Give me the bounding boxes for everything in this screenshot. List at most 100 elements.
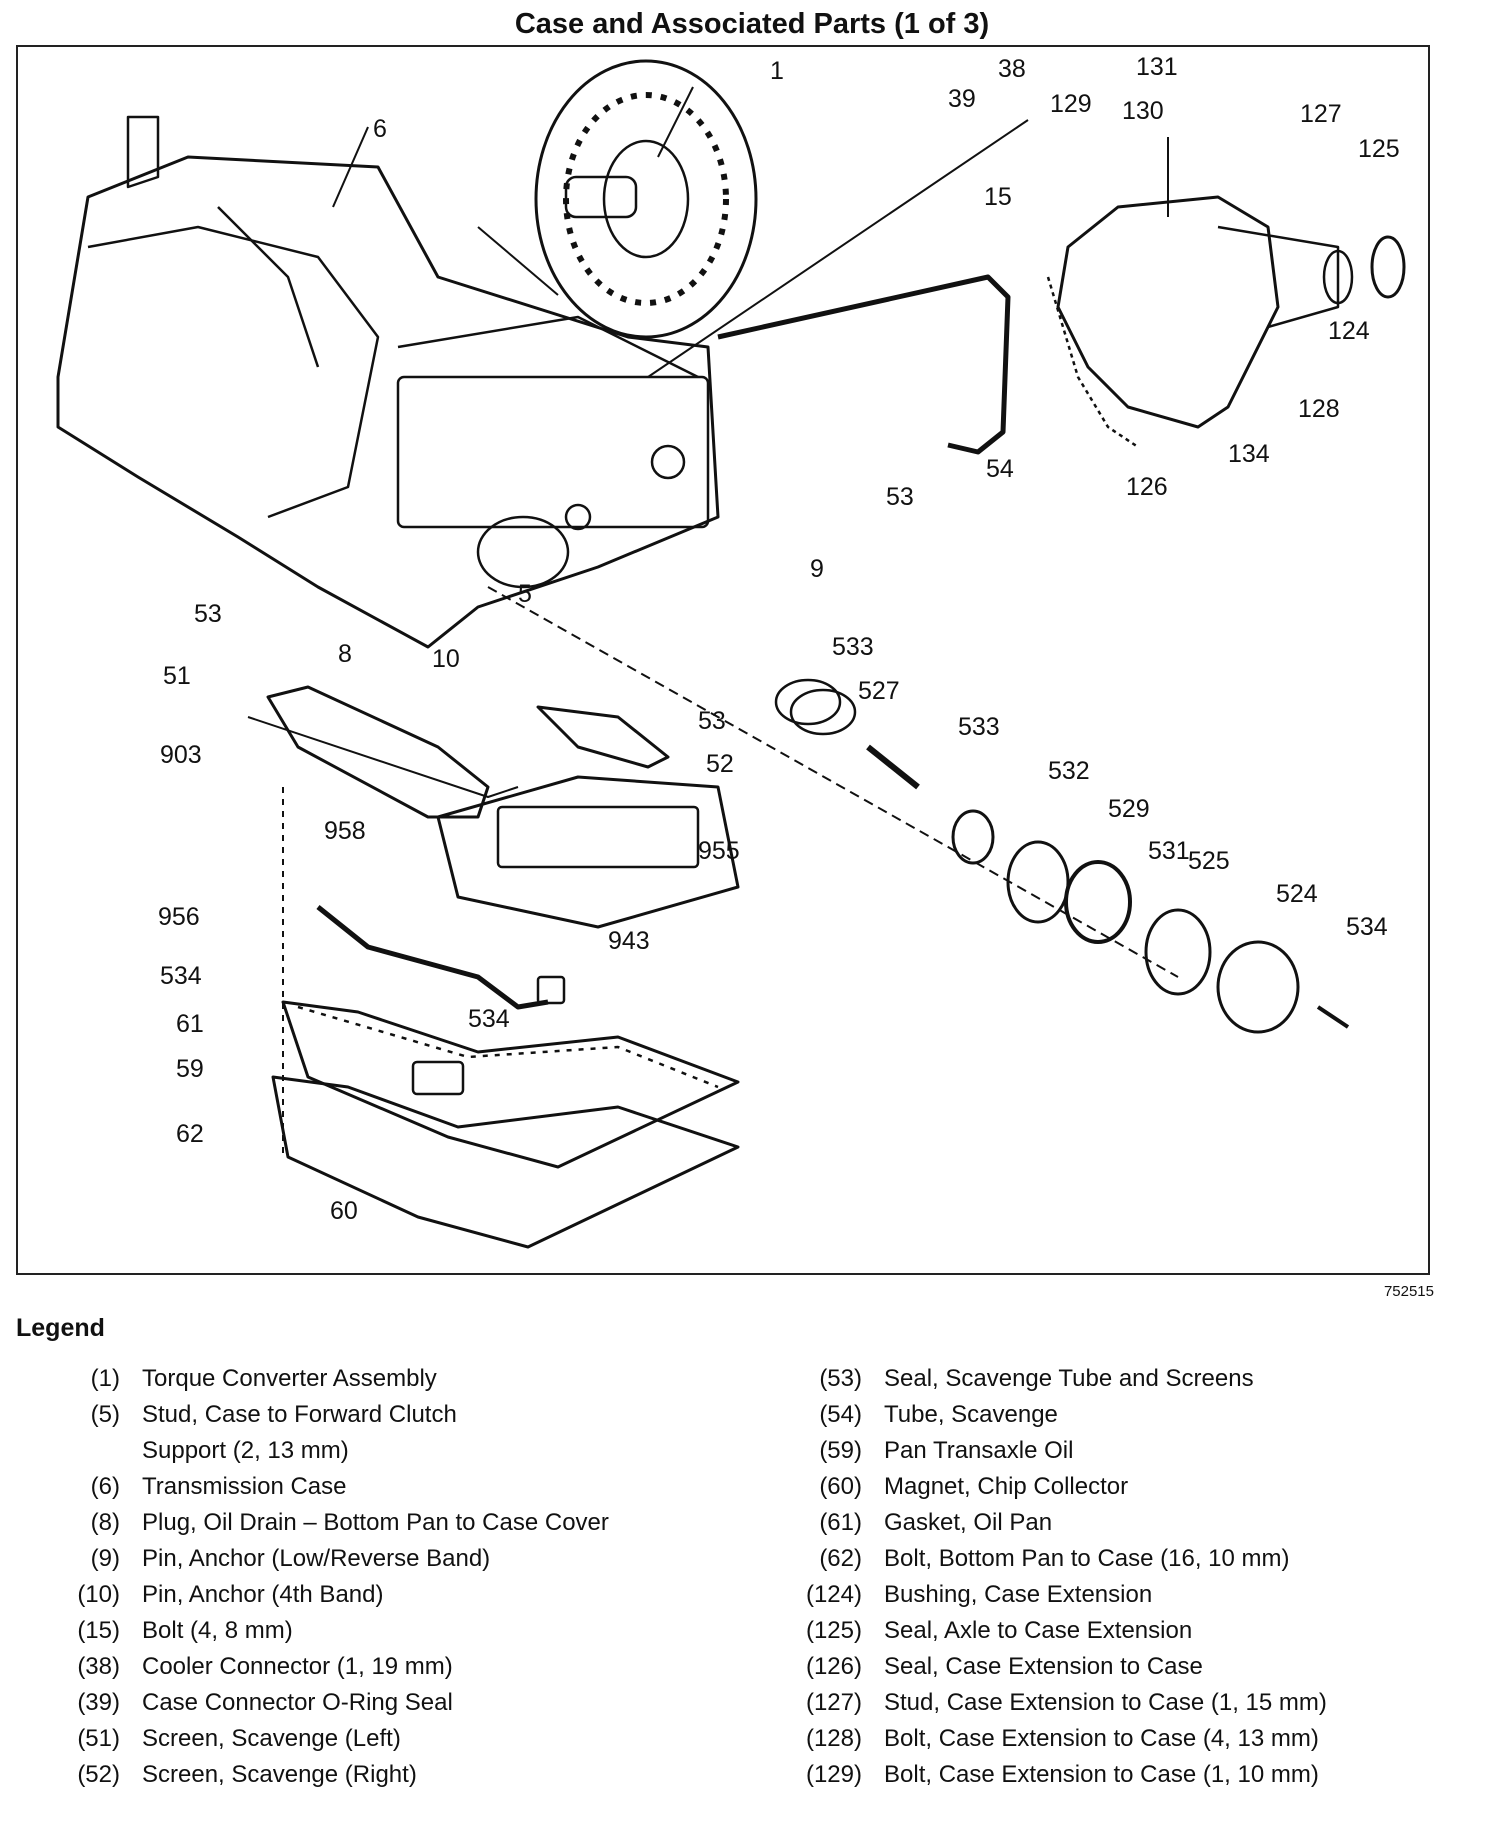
callout-label: 903 (160, 741, 202, 769)
callout-label: 125 (1358, 135, 1400, 163)
callout-label: 958 (324, 817, 366, 845)
legend-item-description: Stud, Case to Forward Clutch Support (2,… (142, 1401, 457, 1464)
legend-item: (38) Cooler Connector (1, 19 mm) (48, 1649, 609, 1685)
legend-item-description: Transmission Case (142, 1473, 347, 1500)
callout-label: 532 (1048, 757, 1090, 785)
legend-item: (10)Pin, Anchor (4th Band) (48, 1577, 609, 1613)
legend-item: (1)Torque Converter Assembly (48, 1361, 609, 1397)
legend-item: (129) Bolt, Case Extension to Case (1, 10… (790, 1757, 1327, 1793)
legend-item-number: (62) (819, 1545, 862, 1572)
legend-item: (61)Gasket, Oil Pan (790, 1505, 1327, 1541)
legend-item: (53) Seal, Scavenge Tube and Screens (790, 1361, 1327, 1397)
legend-item-description: Bolt, Case Extension to Case (4, 13 mm) (884, 1725, 1319, 1752)
callout-label: 1 (770, 57, 784, 85)
callout-label: 524 (1276, 880, 1318, 908)
callout-label: 10 (432, 645, 460, 673)
legend-item-number: (15) (77, 1617, 120, 1644)
legend-item-number: (39) (77, 1689, 120, 1716)
callout-label: 62 (176, 1120, 204, 1148)
legend-item: (39) Case Connector O-Ring Seal (48, 1685, 609, 1721)
legend-item-number: (59) (819, 1437, 862, 1464)
legend-item-number: (129) (805, 1761, 862, 1788)
legend-item-number: (10) (77, 1581, 120, 1608)
legend-item-description: Cooler Connector (1, 19 mm) (142, 1653, 453, 1680)
callout-label: 52 (706, 750, 734, 778)
legend-item-number: (61) (819, 1509, 862, 1536)
callout-label: 525 (1188, 847, 1230, 875)
legend-item: (5)Stud, Case to Forward Clutch Support … (48, 1397, 609, 1469)
torque-converter-drawing (534, 59, 758, 339)
legend-item-number: (126) (805, 1653, 862, 1680)
legend-item: (127)Stud, Case Extension to Case (1, 15… (790, 1685, 1327, 1721)
legend-item: (60)Magnet, Chip Collector (790, 1469, 1327, 1505)
callout-label: 53 (698, 707, 726, 735)
exploded-view-drawing: 1 5 6 8 9 10 15 38 39 51 52 53 53 53 54 … (56, 53, 1406, 1249)
legend-item-number: (6) (90, 1473, 120, 1500)
legend-item: (54)Tube, Scavenge (790, 1397, 1327, 1433)
legend-item-description: Magnet, Chip Collector (884, 1473, 1129, 1500)
scavenge-tube-drawing (477, 119, 1029, 455)
callout-label: 6 (373, 115, 387, 143)
callout-label: 533 (958, 713, 1000, 741)
valve-body-drawing (247, 685, 740, 929)
legend-item-description: Stud, Case Extension to Case (1, 15 mm) (884, 1689, 1327, 1716)
transmission-case-drawing (56, 115, 720, 649)
callout-label: 943 (608, 927, 650, 955)
legend-item-number: (9) (90, 1545, 120, 1572)
callout-label: 955 (698, 837, 740, 865)
legend-item-description: Plug, Oil Drain – Bottom Pan to Case Cov… (142, 1509, 609, 1536)
legend-item: (51) Screen, Scavenge (Left) (48, 1721, 609, 1757)
legend-item: (124)Bushing, Case Extension (790, 1577, 1327, 1613)
legend-item: (9)Pin, Anchor (Low/Reverse Band) (48, 1541, 609, 1577)
legend-item-description: Tube, Scavenge (884, 1401, 1058, 1428)
legend-item-description: Bolt (4, 8 mm) (142, 1617, 293, 1644)
figure-id: 752515 (1383, 1283, 1434, 1300)
callout-label: 5 (518, 580, 532, 608)
callout-label: 53 (194, 600, 222, 628)
callout-label: 127 (1300, 100, 1342, 128)
legend-item-number: (51) (77, 1725, 120, 1752)
callout-label: 534 (1346, 913, 1388, 941)
case-extension-drawing (1046, 137, 1406, 449)
legend-item-description: Torque Converter Assembly (142, 1365, 437, 1392)
legend-item: (6) Transmission Case (48, 1469, 609, 1505)
legend-item-description: Seal, Scavenge Tube and Screens (884, 1365, 1254, 1392)
callout-label: 60 (330, 1197, 358, 1225)
legend-item-description: Seal, Case Extension to Case (884, 1653, 1203, 1680)
callout-label: 533 (832, 633, 874, 661)
callout-label: 126 (1126, 473, 1168, 501)
legend-item-number: (38) (77, 1653, 120, 1680)
legend-item-description: Bushing, Case Extension (884, 1581, 1153, 1608)
callout-label: 8 (338, 640, 352, 668)
exploded-view-frame: 1 5 6 8 9 10 15 38 39 51 52 53 53 53 54 … (16, 45, 1430, 1275)
servo-assembly-drawing (487, 586, 1350, 1034)
callout-label: 39 (948, 85, 976, 113)
legend-item-description: Bolt, Case Extension to Case (1, 10 mm) (884, 1761, 1319, 1788)
callout-label: 53 (886, 483, 914, 511)
legend-item-number: (53) (819, 1365, 862, 1392)
callout-label: 531 (1148, 837, 1190, 865)
legend-item: (126) Seal, Case Extension to Case (790, 1649, 1327, 1685)
callout-label: 131 (1136, 53, 1178, 81)
legend-item: (15) Bolt (4, 8 mm) (48, 1613, 609, 1649)
legend-item-number: (125) (805, 1617, 862, 1644)
legend-item-description: Bolt, Bottom Pan to Case (16, 10 mm) (884, 1545, 1290, 1572)
legend-item-number: (8) (90, 1509, 120, 1536)
callout-label: 54 (986, 455, 1014, 483)
legend-item-description: Seal, Axle to Case Extension (884, 1617, 1193, 1644)
legend-item: (59)Pan Transaxle Oil (790, 1433, 1327, 1469)
legend-item: (8) Plug, Oil Drain – Bottom Pan to Case … (48, 1505, 609, 1541)
callout-label: 128 (1298, 395, 1340, 423)
legend-item-description: Case Connector O-Ring Seal (142, 1689, 453, 1716)
callout-label: 534 (468, 1005, 510, 1033)
legend-column-left: (1)Torque Converter Assembly (5)Stud, Ca… (48, 1361, 609, 1793)
callout-label: 534 (160, 962, 202, 990)
callout-label: 51 (163, 662, 191, 690)
legend-item: (52)Screen, Scavenge (Right) (48, 1757, 609, 1793)
callout-label: 15 (984, 183, 1012, 211)
legend-item-number: (52) (77, 1761, 120, 1788)
legend-item-description: Screen, Scavenge (Left) (142, 1725, 401, 1752)
callout-label: 9 (810, 555, 824, 583)
wiring-harness-drawing (316, 905, 566, 1010)
legend-heading: Legend (16, 1314, 105, 1342)
